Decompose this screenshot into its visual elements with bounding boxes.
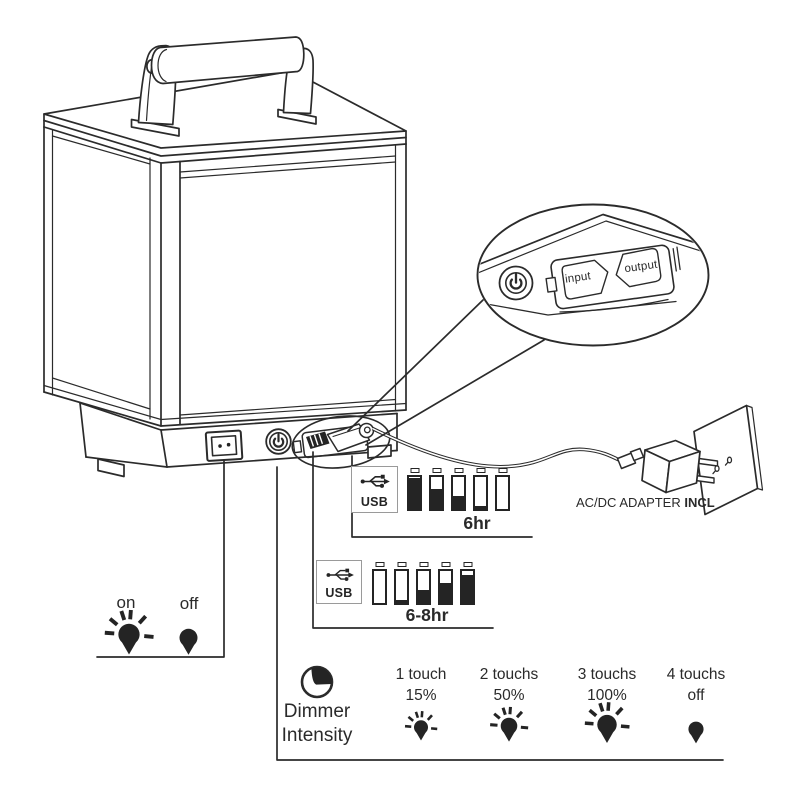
lamp-illustration: [43, 36, 407, 478]
usb-badge: USB: [316, 560, 362, 604]
battery-level-icon: [473, 468, 488, 511]
battery-level-row: [407, 467, 510, 511]
battery-level-icon: [394, 562, 409, 605]
adapter-label-text: AC/DC ADAPTER: [576, 495, 681, 510]
usb-label: USB: [325, 586, 353, 600]
battery-level-icon: [372, 562, 387, 605]
battery-level-icon: [495, 468, 510, 511]
usb-badge: USB: [351, 466, 398, 513]
callout-power-icon: [498, 265, 534, 301]
usb-label: USB: [360, 495, 389, 509]
usb-port-area: [291, 415, 391, 469]
ac-adapter-icon: [616, 404, 764, 516]
lamp-top: [43, 70, 407, 164]
callout-output-port: [615, 247, 662, 288]
battery-level-icon: [407, 468, 422, 511]
off-label: off: [179, 594, 199, 613]
bulb-on-icon: [490, 707, 528, 742]
touch-count-label: 2 touchs: [479, 666, 539, 683]
dimmer-level-1: 1 touch 15%: [366, 664, 476, 706]
intensity-value: 50%: [493, 687, 525, 704]
battery-level-icon: [451, 468, 466, 511]
touch-count-label: 4 touchs: [666, 666, 726, 683]
lamp-body: [43, 126, 407, 427]
battery-level-row: [372, 561, 475, 605]
battery-level-icon: [460, 562, 475, 605]
on-label: on: [116, 593, 136, 612]
adapter-label-bold: INCL: [684, 495, 715, 510]
bulb-on-icon: [405, 711, 437, 740]
dimmer-level-2: 2 touchs 50%: [454, 664, 564, 706]
touch-power-button-icon: [265, 428, 292, 455]
battery-level-icon: [438, 562, 453, 605]
charge-duration-label: 6-8hr: [405, 605, 449, 625]
dimmer-level-3: 3 touchs 100%: [552, 664, 662, 706]
power-cable: [371, 426, 622, 469]
battery-level-icon: [416, 562, 431, 605]
bulb-on-icon: [105, 610, 154, 654]
bulb-off-icon: [180, 629, 198, 655]
carry-handle-icon: [130, 36, 317, 137]
dimmer-title-line1: Dimmer: [283, 701, 351, 722]
usb-icon: [326, 568, 354, 581]
bulb-off-icon: [688, 722, 703, 744]
dimmer-icon: [300, 665, 334, 699]
touch-count-label: 3 touchs: [577, 666, 637, 683]
intensity-value: off: [687, 687, 705, 704]
usb-icon: [360, 474, 390, 488]
callout-magnifier: [347, 203, 710, 446]
adapter-label: AC/DC ADAPTER INCL: [576, 495, 715, 510]
dimmer-title-line2: Intensity: [281, 725, 353, 746]
bulb-on-icon: [585, 702, 630, 743]
charge-duration-label: 6hr: [463, 513, 491, 533]
touch-count-label: 1 touch: [395, 666, 447, 683]
rocker-switch-icon: [204, 429, 244, 462]
dimmer-level-4: 4 touchs off: [641, 664, 751, 706]
battery-level-icon: [429, 468, 444, 511]
intensity-value: 15%: [405, 687, 437, 704]
intensity-value: 100%: [587, 687, 627, 704]
callout-input-port: [561, 259, 609, 300]
